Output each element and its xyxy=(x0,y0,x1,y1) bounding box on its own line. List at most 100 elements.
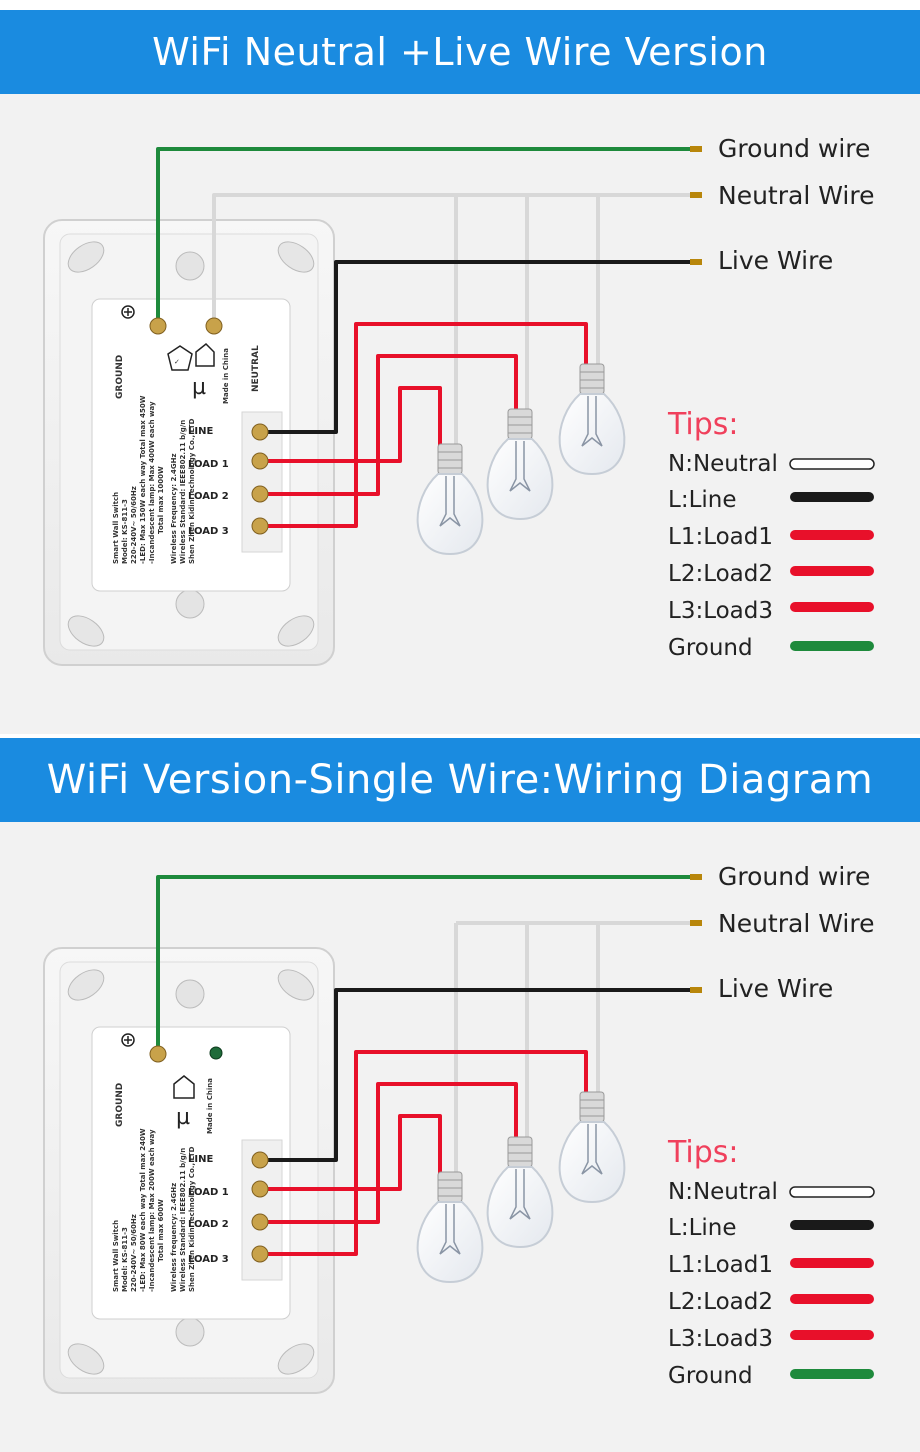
terminal-label-line: LINE xyxy=(188,1154,213,1165)
terminal-label-line: LINE xyxy=(188,426,213,437)
wires xyxy=(156,874,702,1256)
live-wire-label: Live Wire xyxy=(718,974,833,1003)
switch-backplate xyxy=(43,219,335,666)
ground-screw-icon xyxy=(149,317,167,335)
spec-text-block: Smart Wall Switch Model: KS-811-3 220-24… xyxy=(112,1128,196,1292)
terminal-label-load1: LOAD 1 xyxy=(188,1187,229,1198)
swatch-load2 xyxy=(790,566,874,576)
ground-wire xyxy=(156,147,695,326)
svg-text:✓: ✓ xyxy=(174,358,180,366)
screw-hole-bottom-left-icon xyxy=(67,1343,105,1375)
live-wire-label: Live Wire xyxy=(718,246,833,275)
load1-screw-icon xyxy=(251,452,269,470)
load1-wire xyxy=(262,1114,442,1191)
neutral-screw-icon xyxy=(205,317,223,335)
svg-text:Smart Wall Switch: Smart Wall Switch xyxy=(112,1220,120,1292)
neutral-wire-label: Neutral Wire xyxy=(718,909,874,938)
tips-item-line: L:Line xyxy=(668,487,737,513)
svg-text:Wireless Standard: IEEE802.11: Wireless Standard: IEEE802.11 b/g/n xyxy=(179,1148,187,1292)
neutral-terminal-label: NEUTRAL xyxy=(251,345,261,392)
tips-title: Tips: xyxy=(667,1135,739,1170)
swatch-line xyxy=(790,1220,874,1230)
top-wiring-diagram: GROUND NEUTRAL Made in China ✓ µ Smart W… xyxy=(43,134,875,666)
made-in-label: Made in China xyxy=(206,1078,214,1134)
light-bulb-2-icon xyxy=(486,408,554,521)
swatch-line xyxy=(790,492,874,502)
ground-symbol-icon xyxy=(121,1033,135,1047)
live-wire xyxy=(262,260,695,434)
svg-text:Model: KS-811-3: Model: KS-811-3 xyxy=(121,1227,129,1292)
screw-hole-bottom-right-icon xyxy=(277,1343,315,1375)
svg-text:220-240V~ 50/60Hz: 220-240V~ 50/60Hz xyxy=(130,486,138,564)
svg-text:Shen Zhen Kidin Technology Co.: Shen Zhen Kidin Technology Co., LTD xyxy=(188,1146,196,1292)
bottom-wiring-diagram: GROUND Made in China µ Smart Wall Switch… xyxy=(43,862,875,1394)
ground-wire xyxy=(156,875,695,1054)
terminals xyxy=(149,1045,269,1263)
terminal-label-load2: LOAD 2 xyxy=(188,491,229,502)
tips-item-neutral: N:Neutral xyxy=(668,1179,778,1205)
swatch-load3 xyxy=(790,602,874,612)
load3-wire xyxy=(262,1050,588,1256)
load3-screw-icon xyxy=(251,1245,269,1263)
svg-text:Wireless Frequency: 2.4GHz: Wireless Frequency: 2.4GHz xyxy=(170,453,178,564)
load3-screw-icon xyxy=(251,517,269,535)
swatch-load2 xyxy=(790,1294,874,1304)
tips-item-load3: L3:Load3 xyxy=(668,1326,773,1352)
swatch-load1 xyxy=(790,530,874,540)
plate-labels: GROUND NEUTRAL Made in China ✓ µ Smart W… xyxy=(112,305,261,564)
weee-bin-icon xyxy=(195,342,215,367)
svg-text:Wireless frequency: 2.4GHz: Wireless frequency: 2.4GHz xyxy=(170,1183,178,1292)
swatch-ground xyxy=(790,641,874,651)
swatch-ground xyxy=(790,1369,874,1379)
line-screw-icon xyxy=(251,423,269,441)
tips-legend: Tips: N:Neutral L:Line L1:Load1 L2:Load2… xyxy=(667,1135,875,1389)
light-bulb-1-icon xyxy=(416,1171,484,1284)
screw-hole-bottom-left-icon xyxy=(67,615,105,647)
screw-hole-top-left-icon xyxy=(67,241,105,273)
live-wire xyxy=(262,988,695,1162)
tips-item-load1: L1:Load1 xyxy=(668,1252,773,1278)
ground-terminal-label: GROUND xyxy=(115,1083,125,1127)
terminals xyxy=(149,317,269,535)
tips-item-neutral: N:Neutral xyxy=(668,451,778,477)
plate-labels: GROUND Made in China µ Smart Wall Switch… xyxy=(112,1033,229,1292)
load2-wire xyxy=(262,1082,518,1224)
tips-item-load1: L1:Load1 xyxy=(668,524,773,550)
svg-text:Total max 600W: Total max 600W xyxy=(157,1199,165,1262)
light-bulb-3-icon xyxy=(558,1091,626,1204)
load1-wire xyxy=(262,386,442,463)
tips-legend: Tips: N:Neutral L:Line L1:Load1 L2:Load2… xyxy=(667,407,875,661)
screw-hole-top-right-icon xyxy=(277,241,315,273)
svg-text:Total max 1000W: Total max 1000W xyxy=(157,466,165,534)
neutral-wire-label: Neutral Wire xyxy=(718,181,874,210)
svg-text:Wireless Standard: IEEE802.11: Wireless Standard: IEEE802.11 b/g/n xyxy=(179,420,187,564)
terminal-label-load3: LOAD 3 xyxy=(188,1254,229,1265)
svg-text:Smart Wall Switch: Smart Wall Switch xyxy=(112,492,120,564)
tips-title: Tips: xyxy=(667,407,739,442)
ground-terminal-label: GROUND xyxy=(115,355,125,399)
bottom-banner-title: WiFi Version-Single Wire:Wiring Diagram xyxy=(0,738,920,822)
svg-text:Shen Zhen Kidin Technology Co.: Shen Zhen Kidin Technology Co., LTD xyxy=(188,418,196,564)
swatch-neutral xyxy=(789,458,875,470)
tips-item-line: L:Line xyxy=(668,1215,737,1241)
wires xyxy=(156,146,702,528)
light-bulb-3-icon xyxy=(558,363,626,476)
svg-text:-LED: Max 80W each way Total: -LED: Max 80W each way Total max 240W xyxy=(139,1128,147,1292)
top-banner-title: WiFi Neutral +Live Wire Version xyxy=(0,10,920,94)
ground-symbol-icon xyxy=(121,305,135,319)
terminal-label-load3: LOAD 3 xyxy=(188,526,229,537)
tips-item-ground: Ground xyxy=(668,1363,753,1389)
tips-item-load3: L3:Load3 xyxy=(668,598,773,624)
ground-wire-label: Ground wire xyxy=(718,134,870,163)
tips-item-load2: L2:Load2 xyxy=(668,561,773,587)
certification-mark-icon: ✓ xyxy=(167,345,193,371)
tips-item-load2: L2:Load2 xyxy=(668,1289,773,1315)
neutral-wire xyxy=(212,193,695,326)
spec-text-block: Smart Wall Switch Model: KS-811-3 220-24… xyxy=(112,395,196,564)
weee-bin-icon xyxy=(173,1075,195,1099)
svg-text:-Incandescent lamp: Max 200W e: -Incandescent lamp: Max 200W each way xyxy=(148,1129,156,1292)
ground-screw-icon xyxy=(149,1045,167,1063)
svg-text:-LED: Max 150W each way Total: -LED: Max 150W each way Total max 450W xyxy=(139,395,147,564)
swatch-neutral xyxy=(789,1186,875,1198)
mu-symbol-icon: µ xyxy=(176,1105,190,1130)
